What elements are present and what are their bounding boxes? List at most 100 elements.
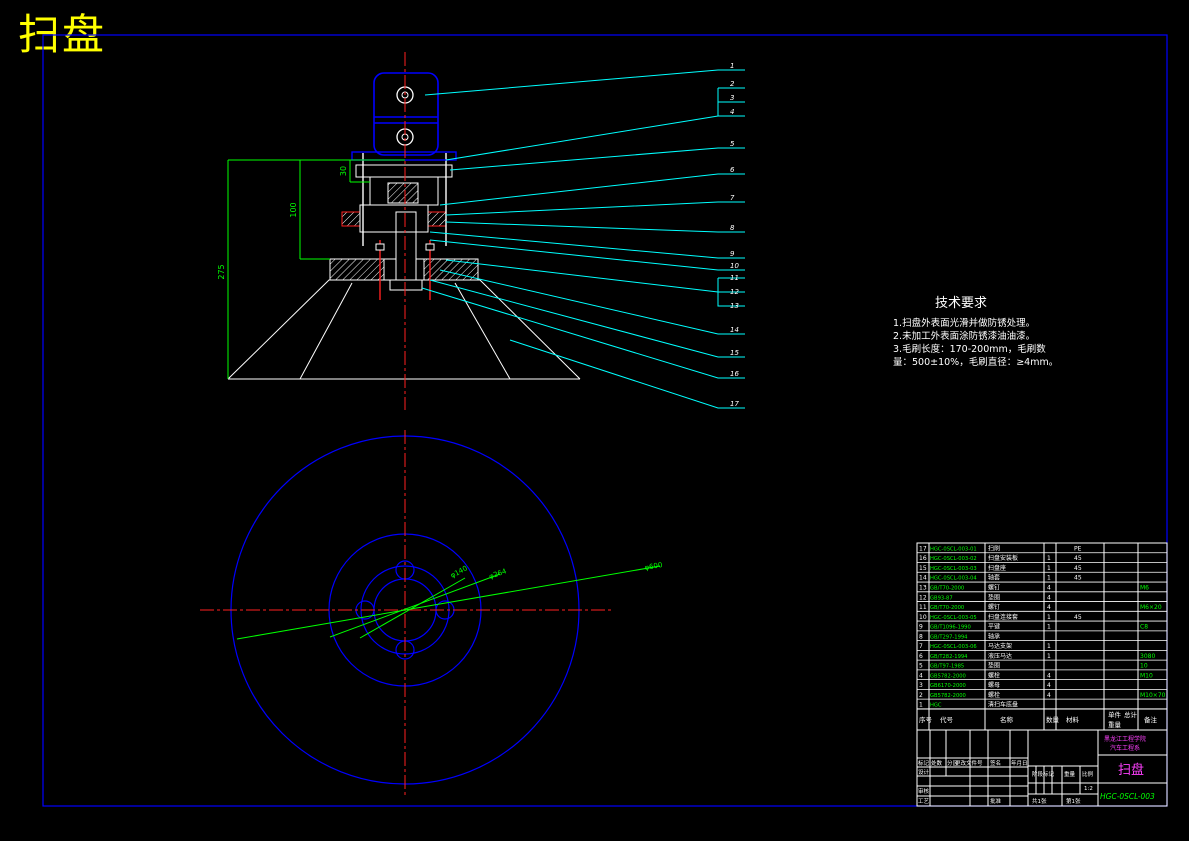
bom-cell-name: 垫圈 xyxy=(988,593,1000,601)
bom-cell-no: 15 xyxy=(919,565,927,572)
bom-hdr-total: 总计 xyxy=(1124,710,1138,719)
tech-req-line: 3.毛刷长度：170-200mm，毛刷数 xyxy=(893,344,1046,355)
tech-req-line: 1.扫盘外表面光滑并做防锈处理。 xyxy=(893,318,1036,329)
bom-cell-mat: 45 xyxy=(1074,555,1082,562)
callout-7: 7 xyxy=(730,194,735,202)
bom-cell-no: 5 xyxy=(919,663,923,670)
tb-company-1: 黑龙江工程学院 xyxy=(1104,735,1146,743)
tb-date: 年月日 xyxy=(1011,759,1028,767)
bom-cell-name: 螺栓 xyxy=(988,671,1000,679)
dim-d-big: φ600 xyxy=(644,561,663,572)
bom-cell-name: 马达支架 xyxy=(988,642,1012,650)
tb-mark: 标记 xyxy=(918,759,930,767)
tb-sheet-no: 第1张 xyxy=(1066,797,1081,805)
tb-approve: 批准 xyxy=(990,797,1002,805)
bom-cell-code: GB5782-2000 xyxy=(930,673,966,679)
bom-cell-code: GB/T282-1994 xyxy=(930,654,968,660)
dim-d-small: φ140 xyxy=(449,564,469,580)
bom-cell-code: GB5782-2000 xyxy=(930,693,966,699)
callout-16: 16 xyxy=(730,370,739,378)
bom-cell-code: GB/T1096-1990 xyxy=(930,625,971,631)
technical-requirements: 技术要求 1.扫盘外表面光滑并做防锈处理。 2.未加工外表面涂防锈漆油油漆。 3… xyxy=(893,292,1058,369)
callout-8: 8 xyxy=(730,224,735,232)
bom-cell-name: 轴承 xyxy=(988,632,1000,640)
dim-v-small: 30 xyxy=(339,166,348,176)
tb-design: 设计 xyxy=(918,768,930,776)
bom-cell-qty: 1 xyxy=(1047,614,1051,621)
bom-hdr-weight: 重量 xyxy=(1108,721,1122,729)
bom-cell-code: HGC-0SCL-003-05 xyxy=(930,615,977,621)
bom-cell-qty: 4 xyxy=(1047,692,1051,699)
bom-cell-qty: 4 xyxy=(1047,672,1051,679)
bom-cell-code: HGC xyxy=(930,703,942,709)
bom-cell-name: 平键 xyxy=(988,623,1000,631)
bom-cell-name: 螺母 xyxy=(988,681,1000,689)
bom-cell-no: 3 xyxy=(919,682,923,689)
bom-cell-qty: 1 xyxy=(1047,565,1051,572)
bom-cell-qty: 4 xyxy=(1047,585,1051,592)
bom-cell-name: 垫圈 xyxy=(988,662,1000,670)
tech-req-line: 2.未加工外表面涂防锈漆油油漆。 xyxy=(893,331,1036,342)
tb-change-doc: 更改文件号 xyxy=(955,759,983,767)
title-block xyxy=(916,729,1168,807)
callout-2: 2 xyxy=(730,80,735,88)
bom-cell-mat: 45 xyxy=(1074,565,1082,572)
tb-drawing-title: 扫盘 xyxy=(1118,762,1144,778)
tb-weight: 重量 xyxy=(1064,770,1076,778)
callout-11: 11 xyxy=(730,274,739,282)
dim-v-outer: 275 xyxy=(217,264,226,279)
bom-cell-code: HGC-0SCL-003-03 xyxy=(930,566,977,572)
bom-cell-qty: 1 xyxy=(1047,653,1051,660)
tb-company-2: 汽车工程系 xyxy=(1110,744,1140,752)
bom-cell-mat: 45 xyxy=(1074,614,1082,621)
bom-hdr-code: 代号 xyxy=(940,715,954,724)
bom-hdr-no: 序号 xyxy=(919,715,933,724)
callout-5: 5 xyxy=(730,140,735,148)
bom-cell-qty: 4 xyxy=(1047,604,1051,611)
bom-hdr-note: 备注 xyxy=(1144,715,1158,724)
callout-9: 9 xyxy=(730,250,735,258)
callout-10: 10 xyxy=(730,262,739,270)
callout-15: 15 xyxy=(730,349,739,357)
bom-cell-qty: 1 xyxy=(1047,624,1051,631)
callout-6: 6 xyxy=(730,166,735,174)
bom-hdr-qty: 数量 xyxy=(1046,715,1060,724)
bom-cell-name: 扫盘连接套 xyxy=(988,613,1018,621)
bom-cell-note: M6×20 xyxy=(1140,604,1162,611)
tb-scale: 比例 xyxy=(1082,770,1094,778)
bom-cell-no: 2 xyxy=(919,692,923,699)
tech-req-line: 量：500±10%，毛刷直径：≥4mm。 xyxy=(893,357,1059,368)
bom-header: 序号 代号 名称 数量 材料 单件 重量 总计 备注 xyxy=(916,708,1168,731)
bom-cell-qty: 4 xyxy=(1047,682,1051,689)
tb-count: 处数 xyxy=(931,759,943,767)
bom-cell-name: 扫刷 xyxy=(988,544,1000,552)
bom-cell-no: 10 xyxy=(919,614,927,621)
bom-cell-no: 7 xyxy=(919,643,923,650)
bom-cell-no: 9 xyxy=(919,624,923,631)
bom-hdr-mat: 材料 xyxy=(1066,715,1080,724)
bom-cell-no: 14 xyxy=(919,575,927,582)
bom-cell-no: 8 xyxy=(919,633,923,640)
bom-cell-mat: 45 xyxy=(1074,575,1082,582)
callout-14: 14 xyxy=(730,326,739,334)
bom-cell-no: 6 xyxy=(919,653,923,660)
bom-cell-code: GB6170-2000 xyxy=(930,683,966,689)
bom-cell-name: 轴套 xyxy=(988,574,1000,582)
tb-check: 审核 xyxy=(918,787,930,795)
bom-cell-name: 扫盘座 xyxy=(988,564,1006,572)
bom-cell-name: 螺栓 xyxy=(988,691,1000,699)
bom-cell-note: M6 xyxy=(1140,585,1149,592)
bom-cell-no: 16 xyxy=(919,555,927,562)
